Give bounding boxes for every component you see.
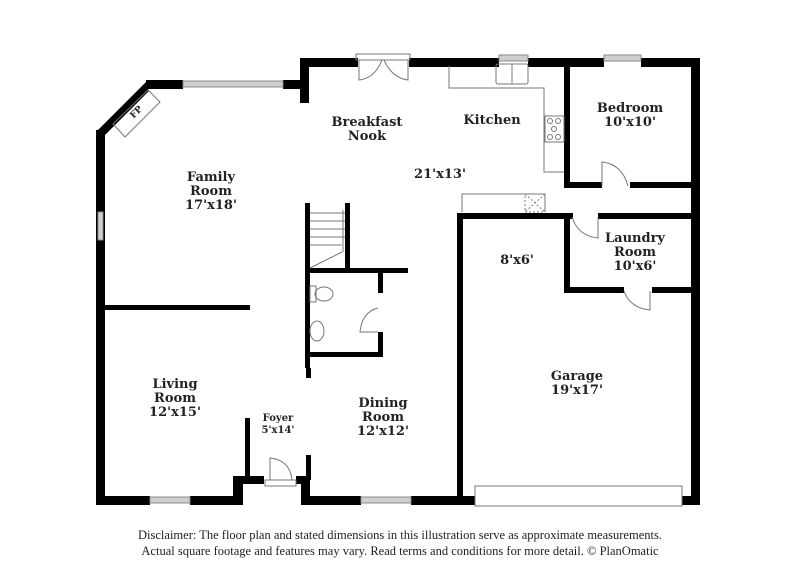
patio-door-swing-icon [358, 59, 409, 81]
family-room-name-2: Room [190, 184, 232, 199]
room-labels: Family Room 17'x18' Breakfast Nook Kitch… [129, 101, 666, 439]
laundry-room-name-1: Laundry [605, 231, 665, 246]
dining-room-name-1: Dining [358, 396, 407, 411]
stove-icon [544, 115, 565, 143]
window-bedroom-top [603, 54, 642, 62]
garage-name: Garage [551, 369, 603, 384]
laundry-room-name-2: Room [614, 245, 656, 260]
toilet-icon [309, 285, 317, 303]
garage-door-icon [474, 485, 683, 507]
stairs-icon [309, 210, 345, 269]
window-family-left [97, 211, 104, 241]
family-room-name-1: Family [187, 170, 236, 185]
kitchen-counter [448, 66, 564, 173]
window-family-top [182, 80, 284, 88]
living-room-dims: 12'x15' [149, 405, 201, 420]
disclaimer-line-2: Actual square footage and features may v… [141, 544, 659, 558]
foyer-dims: 5'x14' [262, 425, 295, 436]
laundry-door-swing-icon [571, 216, 599, 239]
fireplace-icon [112, 89, 161, 138]
bedroom-name: Bedroom [597, 101, 664, 116]
bedroom-door-swing-icon [601, 161, 629, 187]
bedroom-dims: 10'x10' [604, 115, 656, 130]
dining-room-name-2: Room [362, 410, 404, 425]
window-kitchen-top [498, 54, 529, 62]
walls [96, 58, 700, 505]
front-door-frame [264, 479, 297, 487]
bath-sink-icon [309, 320, 325, 342]
disclaimer-line-1: Disclaimer: The floor plan and stated di… [138, 528, 662, 542]
laundry-room-dims: 10'x6' [614, 259, 657, 274]
foyer-name: Foyer [263, 413, 294, 424]
window-dining-bottom [360, 496, 412, 504]
front-door-swing-icon [269, 457, 293, 481]
windows [97, 54, 642, 504]
living-room-name-2: Room [154, 391, 196, 406]
breakfast-nook-name-2: Nook [348, 129, 387, 144]
family-room-dims: 17'x18' [185, 198, 237, 213]
dining-room-dims: 12'x12' [357, 424, 409, 439]
kitchen-dims: 21'x13' [414, 167, 466, 182]
bath-door-swing-icon [359, 307, 379, 333]
fixtures [112, 53, 683, 507]
garage-door-swing-icon [623, 290, 651, 311]
garage-dims: 19'x17' [551, 383, 603, 398]
garage-storage-dims: 8'x6' [500, 253, 534, 268]
counter-garage-side [461, 193, 546, 212]
living-room-name-1: Living [152, 377, 197, 392]
fridge-icon [524, 193, 546, 213]
window-living-bottom [149, 496, 191, 504]
breakfast-nook-name-1: Breakfast [332, 115, 403, 130]
patio-door-frame [355, 53, 411, 61]
kitchen-name: Kitchen [463, 113, 521, 128]
